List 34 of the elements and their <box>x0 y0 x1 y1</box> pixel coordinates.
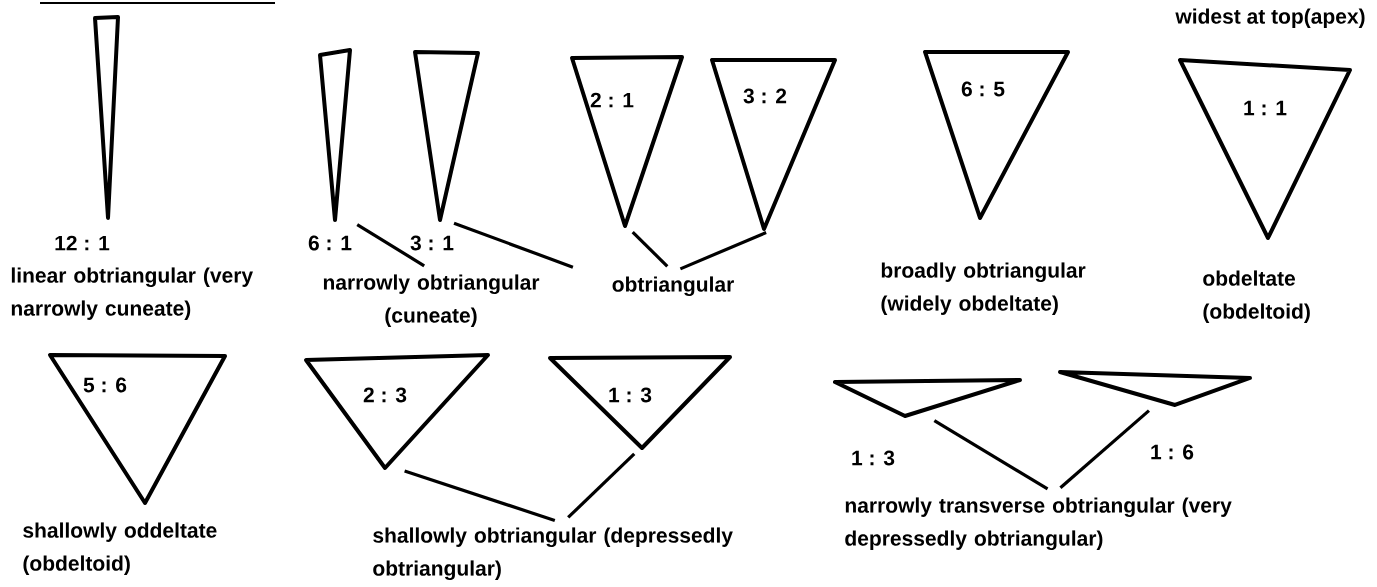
shape-name: shallowly oddeltate (obdeltoid) <box>23 522 217 575</box>
ratio-label: 2 : 1 <box>590 92 634 108</box>
ratio-label: 3 : 1 <box>410 235 454 251</box>
leader-line <box>679 231 767 271</box>
leader-line <box>1059 409 1150 489</box>
leader-line <box>453 221 574 269</box>
leader-line <box>567 452 636 519</box>
ratio-label: 1 : 3 <box>852 450 895 466</box>
shape-name: shallowly obtriangular (depressedly obtriangular) <box>373 527 733 581</box>
ratio-label: 2 : 3 <box>363 387 407 403</box>
ratio-label: 12 : 1 <box>55 235 110 251</box>
ratio-label: 5 : 6 <box>83 377 127 393</box>
ratio-label: 1 : 3 <box>609 387 652 403</box>
triangle <box>413 50 480 222</box>
shape-name: narrowly obtriangular (cuneate) <box>323 274 540 327</box>
ratio-label: 3 : 2 <box>743 88 787 104</box>
ratio-label: 1 : 1 <box>1244 100 1287 116</box>
ratio-label: 1 : 6 <box>1151 444 1194 460</box>
ratio-label: 6 : 5 <box>961 81 1005 97</box>
triangle <box>93 15 120 220</box>
triangle <box>318 48 352 222</box>
shape-name: linear obtriangular (very narrowly cuneate) <box>11 267 253 320</box>
shape-name: narrowly transverse obtriangular (very depressedly obtriangular) <box>845 497 1232 551</box>
leader-line <box>404 469 556 522</box>
triangle <box>1058 370 1252 407</box>
shape-name: obdeltate (obdeltoid) <box>1203 270 1310 323</box>
shape-name: broadly obtriangular (widely obdeltate) <box>881 262 1086 315</box>
shape-name: obtriangular <box>612 276 734 297</box>
leader-line <box>933 419 1049 491</box>
triangle <box>833 378 1022 418</box>
leader-line <box>631 230 669 268</box>
note-text: widest at top(apex) <box>1175 8 1365 28</box>
ratio-label: 6 : 1 <box>308 235 352 251</box>
leader-line <box>356 223 426 268</box>
